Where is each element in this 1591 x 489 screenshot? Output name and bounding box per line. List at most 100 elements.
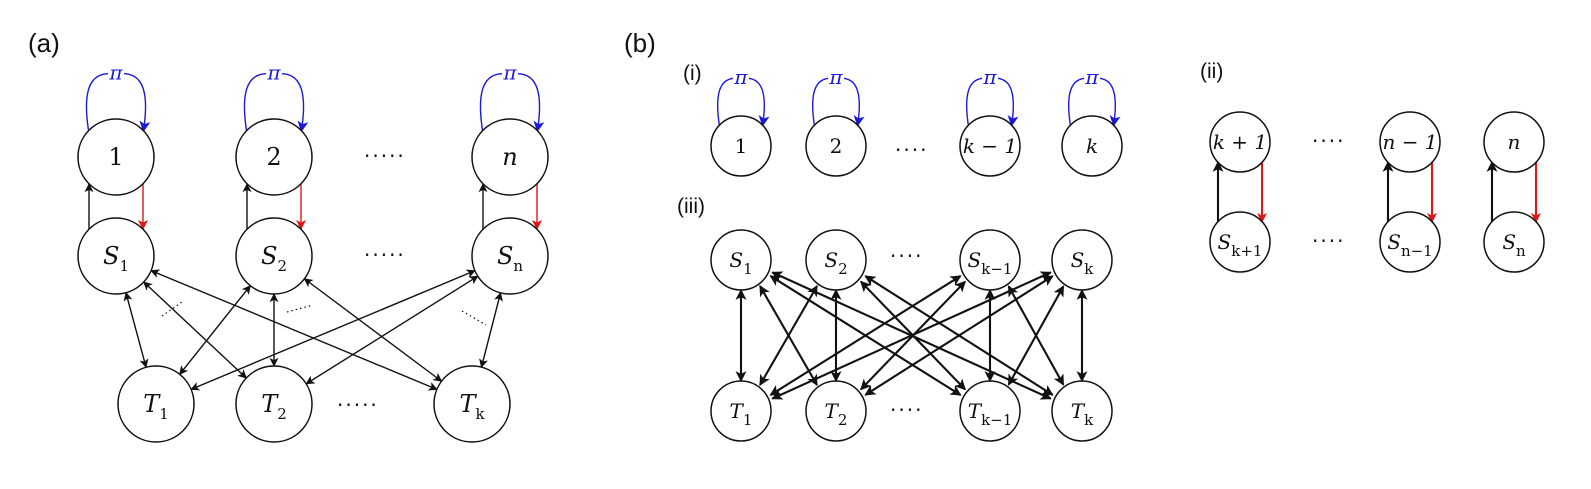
b-i-node-3-label-main: k − 1 — [963, 134, 1017, 158]
b-i-self-loop-2-label: π — [828, 65, 843, 89]
b-iii-s-node-1-label-main: S — [729, 248, 743, 272]
a-t-node-2: T2 — [235, 365, 313, 443]
a-top-node-3-label: n — [502, 143, 517, 171]
b-ii-top-node-3: n — [1483, 111, 1545, 173]
a-t-node-1-label-main: T — [143, 390, 161, 418]
b-iii-s-node-4: Sk — [1051, 229, 1113, 291]
b-iii-edge-s4-t3 — [1007, 285, 1065, 386]
b-ii-s-node-2-label: Sn−1 — [1387, 230, 1432, 260]
a-self-loop-1-label-bg — [108, 64, 124, 81]
b-ii-s-node-2: Sn−1 — [1379, 211, 1441, 273]
a-t-node-3-label-main: T — [459, 390, 477, 418]
a-edge-s2-t3 — [303, 278, 443, 382]
a-s-node-3-label: Sn — [497, 242, 523, 275]
a-edge-s3-t2 — [305, 275, 479, 385]
a-s-node-1: S1 — [77, 217, 155, 295]
a-top-node-2: 2 — [235, 118, 313, 196]
a-s-node-3: Sn — [471, 217, 549, 295]
b-i-node-3-label: k − 1 — [963, 134, 1017, 158]
b-i-node-2-circle — [805, 115, 867, 177]
a-top-node-1-label-main: 1 — [108, 143, 123, 171]
b-iii-s-node-2-label-main: S — [824, 248, 838, 272]
panel-label-a: (a) — [28, 28, 60, 58]
a-top-node-2-label: 2 — [266, 143, 281, 171]
panel-label-b-ii: (ii) — [1200, 60, 1223, 83]
a-s-node-3-circle — [471, 217, 549, 295]
b-i-node-4: k — [1061, 115, 1123, 177]
b-iii-t-node-4-label-main: T — [1071, 399, 1086, 423]
b-iii-t-node-4-circle — [1051, 380, 1113, 442]
a-t-node-2-label-main: T — [261, 390, 279, 418]
b-ii-top-node-1-label: k + 1 — [1213, 130, 1267, 154]
b-iii-t-node-2-label-sub: 2 — [838, 411, 848, 429]
b-i-self-loop-1-label: π — [733, 65, 748, 89]
b-ii-s-node-2-label-sub: n−1 — [1401, 242, 1433, 260]
ellipsis-b-ii-bot: ···· — [1312, 229, 1345, 253]
a-s-node-1-label: S1 — [103, 242, 129, 275]
a-top-node-3: n — [471, 118, 549, 196]
b-ii-s-node-1: Sk+1 — [1209, 211, 1271, 273]
a-s-node-1-label-sub: 1 — [119, 257, 129, 275]
a-t-node-1-circle — [117, 365, 195, 443]
b-iii-t-node-3-label: Tk−1 — [968, 399, 1013, 429]
b-iii-s-node-1-circle — [710, 229, 772, 291]
a-s-node-2: S2 — [235, 217, 313, 295]
b-iii-s-node-4-label-main: S — [1071, 248, 1085, 272]
b-i-node-2-label: 2 — [830, 134, 843, 158]
b-iii-t-node-4: Tk — [1051, 380, 1113, 442]
b-ii-s-node-3: Sn — [1483, 211, 1545, 273]
b-ii-top-node-1-circle — [1209, 111, 1271, 173]
b-iii-s-node-2-label-sub: 2 — [838, 260, 848, 278]
a-top-node-2-circle — [235, 118, 313, 196]
b-iii-s-node-4-label: Sk — [1071, 248, 1095, 278]
dotted-hint-2 — [286, 304, 314, 313]
b-iii-s-node-2: S2 — [805, 229, 867, 291]
a-self-loop-3-label-bg — [502, 64, 518, 81]
b-i-node-2: 2 — [805, 115, 867, 177]
b-iii-t-node-4-label: Tk — [1071, 399, 1094, 429]
a-t-node-1: T1 — [117, 365, 195, 443]
panel-label-b: (b) — [624, 28, 656, 58]
b-ii-s-node-2-label-main: S — [1387, 230, 1401, 254]
a-t-node-1-label: T1 — [143, 390, 169, 423]
a-s-node-2-label: S2 — [261, 242, 287, 275]
a-s-node-1-circle — [77, 217, 155, 295]
b-ii-s-node-3-label-main: S — [1502, 230, 1516, 254]
b-iii-t-node-3: Tk−1 — [959, 380, 1021, 442]
a-s-node-3-label-main: S — [497, 242, 513, 270]
b-iii-s-node-3-label-main: S — [968, 248, 982, 272]
a-self-loop-3-label: π — [502, 60, 517, 84]
a-t-node-2-label-sub: 2 — [277, 405, 287, 423]
b-iii-t-node-1-label-sub: 1 — [743, 411, 753, 429]
b-iii-t-node-4-label-sub: k — [1084, 411, 1094, 429]
b-ii-top-node-1-label-main: k + 1 — [1213, 130, 1267, 154]
ellipsis-a-bot: ····· — [337, 393, 379, 417]
a-top-node-3-label-main: n — [502, 143, 517, 171]
b-iii-s-node-1-label: S1 — [729, 248, 752, 278]
b-iii-s-node-2-circle — [805, 229, 867, 291]
b-i-node-4-label: k — [1086, 134, 1098, 158]
a-edge-s1-t1 — [123, 291, 149, 369]
b-i-node-2-label-main: 2 — [830, 134, 843, 158]
a-top-node-1-label: 1 — [108, 143, 123, 171]
b-iii-t-node-2-label-main: T — [825, 399, 840, 423]
a-self-loop-2-label-bg — [266, 64, 282, 81]
b-iii-t-node-3-label-sub: k−1 — [981, 411, 1012, 429]
b-i-self-loop-4-label: π — [1084, 65, 1099, 89]
b-i-self-loop-3-label-bg — [982, 69, 998, 85]
b-iii-t-node-1-label: T1 — [730, 399, 753, 429]
b-iii-t-node-3-label-main: T — [968, 399, 983, 423]
a-s-node-3-label-sub: n — [513, 257, 523, 275]
b-ii-s-node-1-circle — [1209, 211, 1271, 273]
a-t-node-2-circle — [235, 365, 313, 443]
b-ii-top-node-3-label: n — [1508, 130, 1521, 154]
a-s-node-2-label-sub: 2 — [277, 257, 287, 275]
a-t-node-1-label-sub: 1 — [159, 405, 169, 423]
b-i-node-1-label-main: 1 — [735, 134, 748, 158]
b-iii-t-node-2-circle — [805, 380, 867, 442]
ellipsis-b-iii-bot: ···· — [890, 398, 923, 422]
b-ii-s-node-3-label-sub: n — [1516, 242, 1526, 260]
b-iii-t-node-1-circle — [710, 380, 772, 442]
ellipsis-b-iii-top: ···· — [890, 244, 923, 268]
